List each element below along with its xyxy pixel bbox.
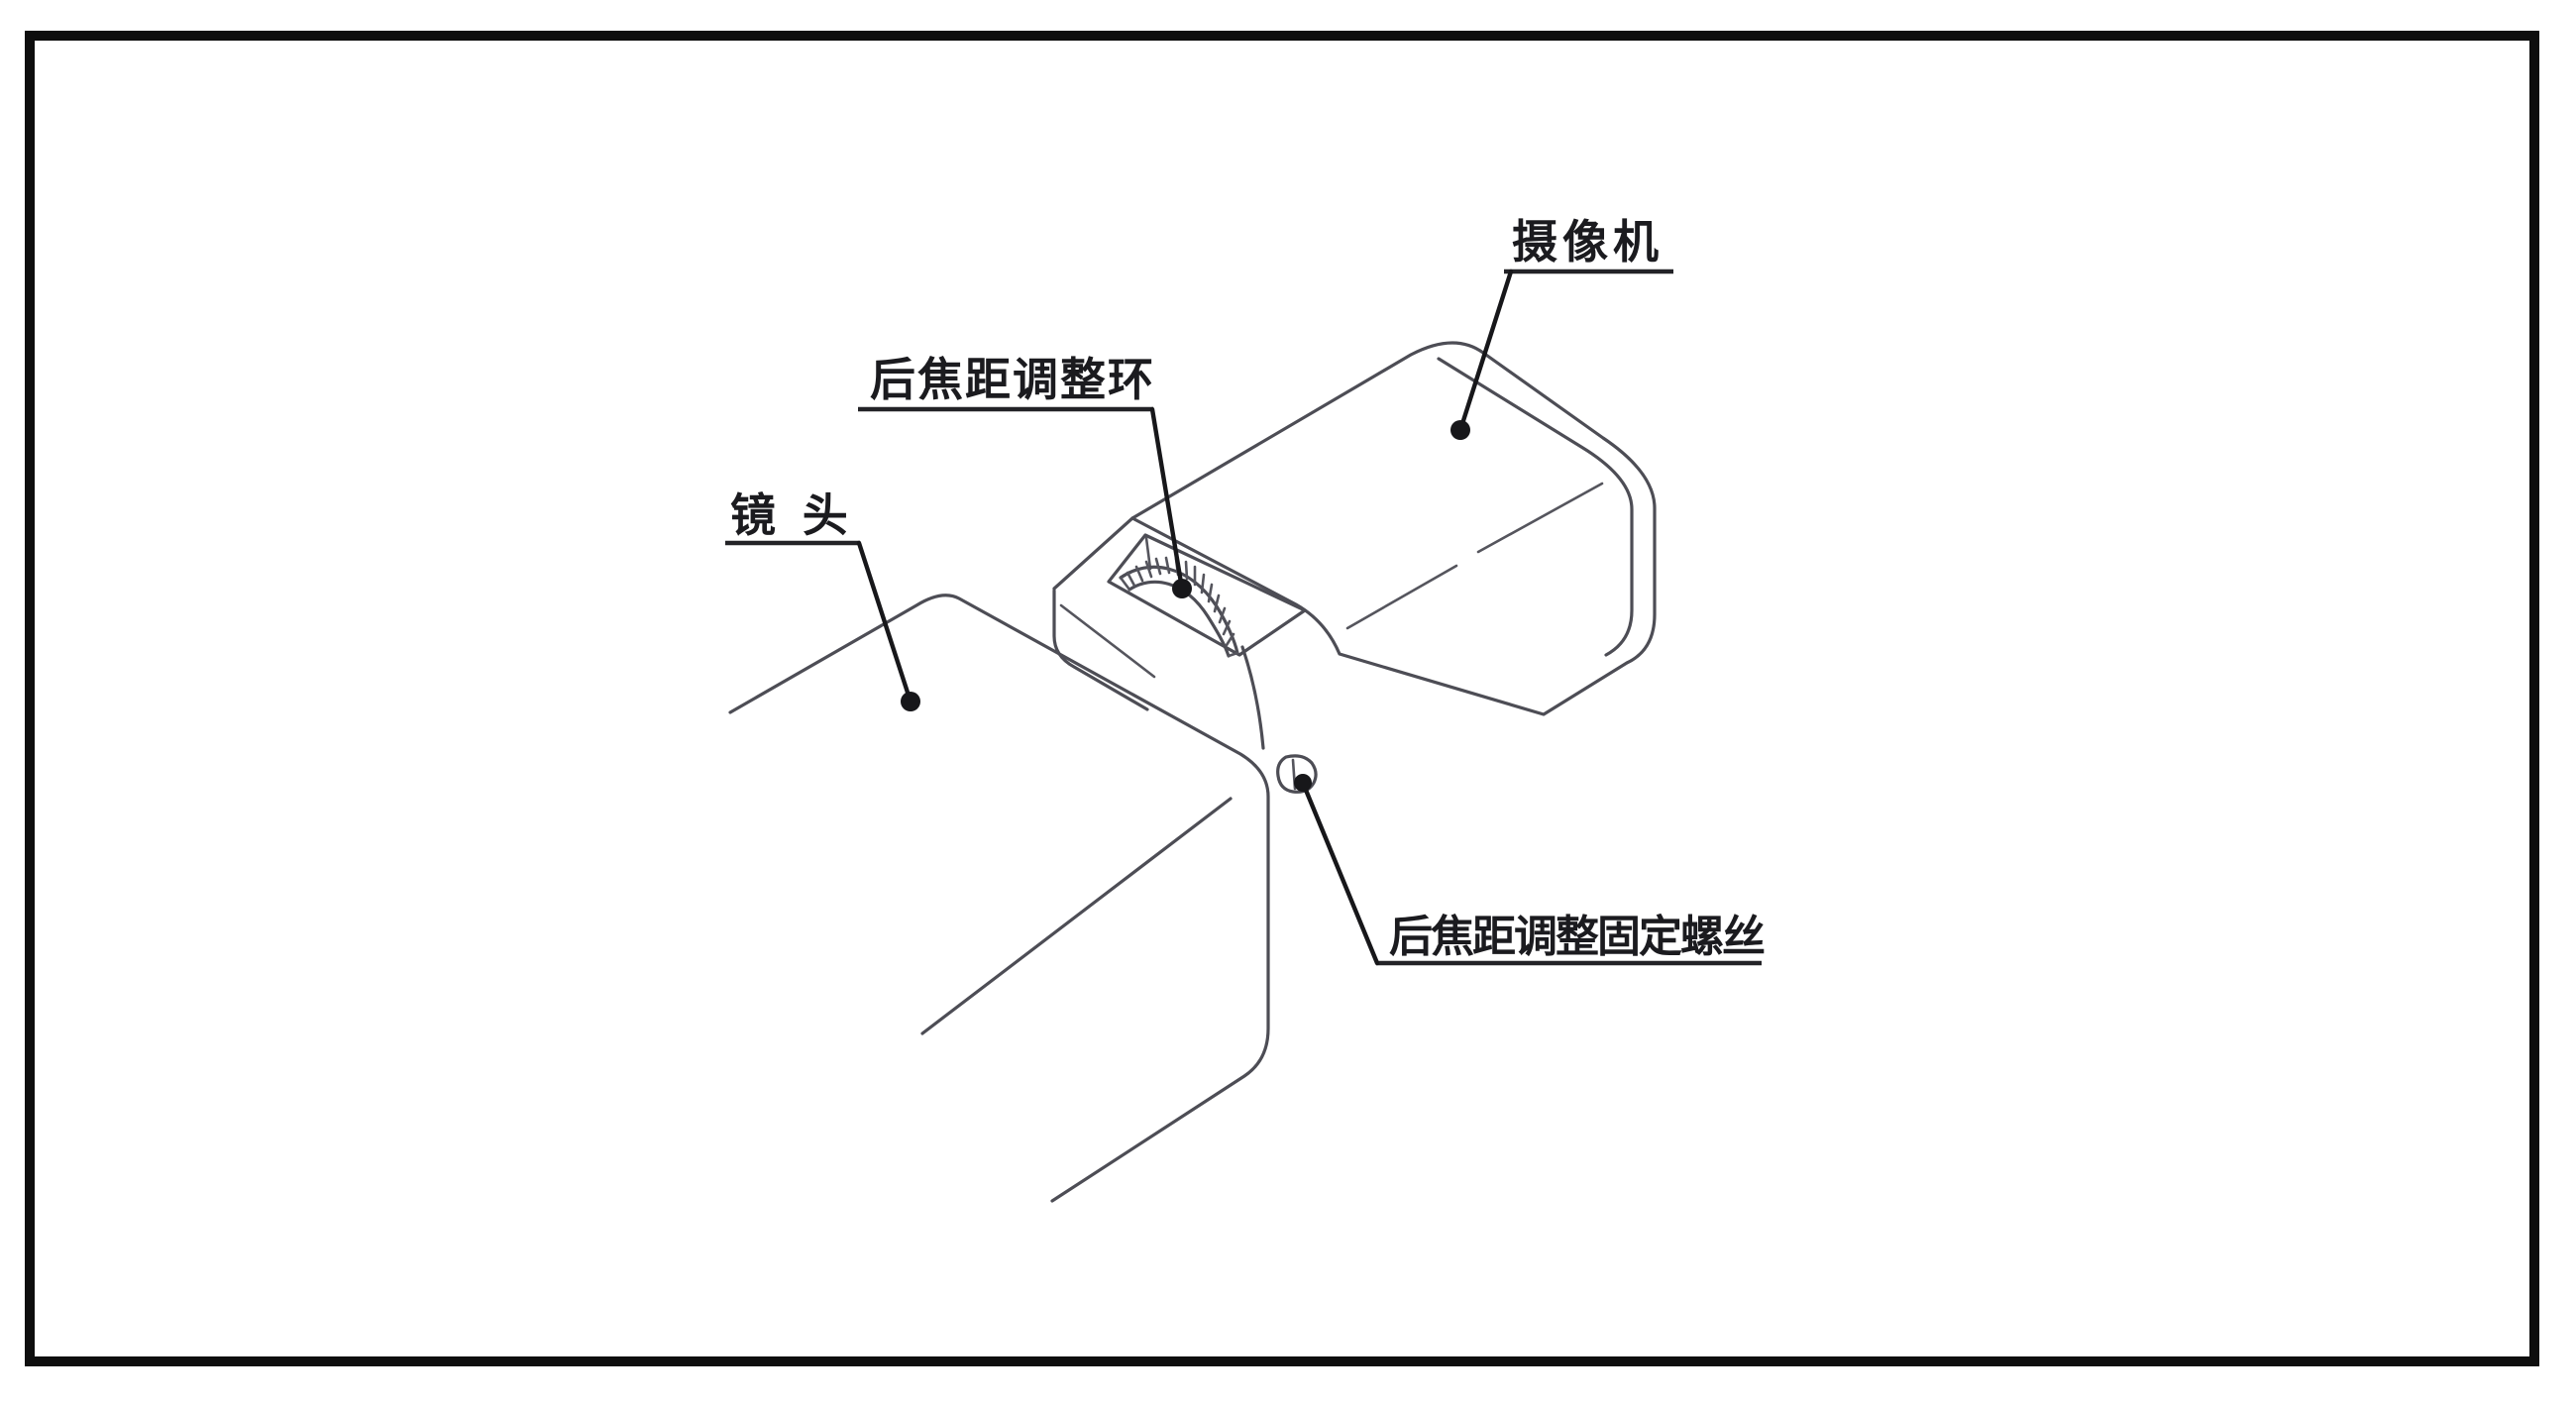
screw-leader-dot [1294, 774, 1312, 792]
ring-leader-line [1149, 406, 1185, 592]
screw-leader-line [1300, 780, 1380, 966]
back-focus-ring [1119, 556, 1239, 658]
camera-side-seam [1345, 482, 1604, 630]
callout-camera: 摄像机 [1450, 216, 1673, 440]
lens-bottom-edge [920, 797, 1233, 1035]
lens-label: 镜 头 [730, 489, 848, 541]
camera-label: 摄像机 [1512, 216, 1664, 268]
ring-knurl-ticks [1126, 556, 1235, 647]
lens-drawing [728, 594, 1270, 1203]
ring-leader-dot [1172, 579, 1192, 598]
ring-end-caps [1119, 576, 1239, 658]
ring-label: 后焦距调整环 [870, 354, 1155, 405]
callout-lens: 镜 头 [725, 489, 920, 711]
callout-lock-screw: 后焦距调整固定螺丝 [1294, 774, 1767, 966]
page-frame [25, 31, 2539, 1366]
ring-slot-inner-wall [1144, 536, 1152, 571]
camera-front-left-edge [1052, 589, 1149, 711]
camera-outline [1130, 341, 1657, 716]
ring-inner-arc [1127, 580, 1231, 658]
camera-leader-dot [1450, 420, 1470, 440]
camera-front-right-edge [1240, 645, 1265, 750]
lens-leader-dot [901, 692, 920, 711]
lens-leader-line [856, 540, 913, 704]
camera-front-slope-edge [1052, 516, 1134, 591]
camera-leader-line [1457, 269, 1514, 433]
ring-slot-opening [1107, 533, 1307, 657]
camera-drawing [1052, 341, 1657, 750]
callout-back-focus-ring: 后焦距调整环 [858, 354, 1192, 598]
camera-front-crease [1059, 603, 1156, 679]
camera-back-edge-inner [1437, 357, 1634, 657]
lens-outline [728, 594, 1270, 1203]
screw-label: 后焦距调整固定螺丝 [1389, 913, 1765, 961]
